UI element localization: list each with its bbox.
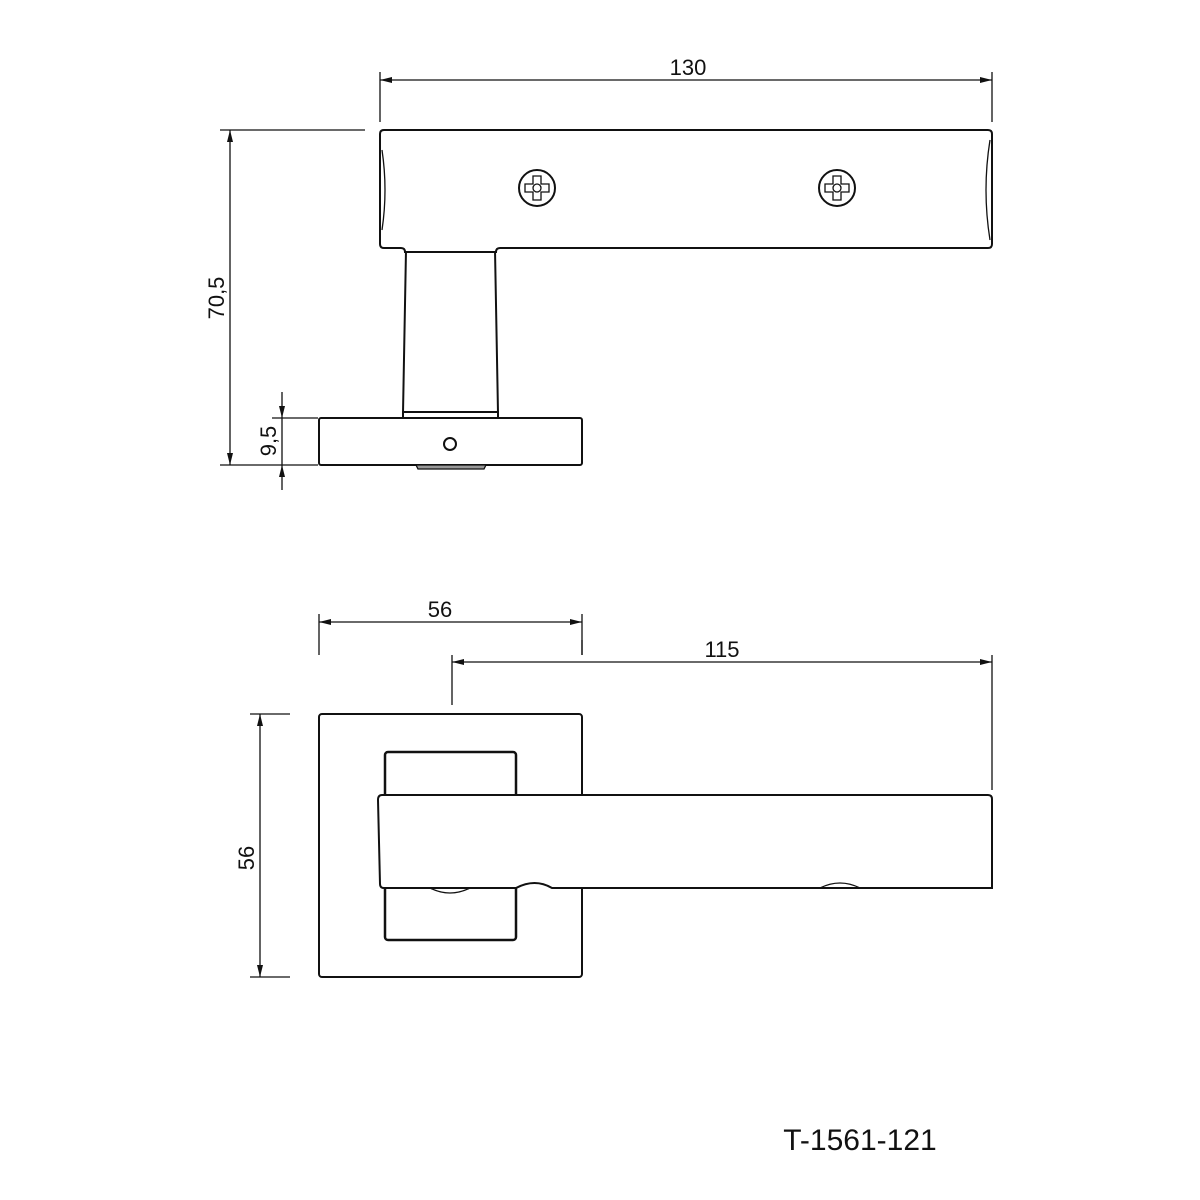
lever-stem	[401, 249, 500, 414]
lever-right-end-curve	[985, 139, 991, 241]
dimension-height: 70,5	[204, 277, 229, 320]
grub-screw-hole	[443, 437, 457, 451]
lever-notch	[429, 887, 471, 894]
lever-left-end-curve	[381, 149, 386, 231]
side-view: 130 70,5 9,5	[204, 55, 993, 490]
dimension-projection: 115	[704, 637, 739, 662]
dimension-rose-height: 56	[234, 846, 259, 870]
part-number: T-1561-121	[783, 1124, 936, 1157]
lever-top	[376, 794, 993, 889]
dimension-rose-thickness: 9,5	[256, 426, 281, 457]
lever-bar	[379, 129, 993, 253]
screw-icon	[818, 169, 856, 207]
dimension-rose-width: 56	[428, 597, 452, 622]
top-view: 56 115 56	[234, 597, 993, 978]
lever-notch	[819, 882, 861, 889]
base-cap	[414, 464, 488, 470]
dimension-length: 130	[670, 55, 707, 80]
screw-icon	[518, 169, 556, 207]
